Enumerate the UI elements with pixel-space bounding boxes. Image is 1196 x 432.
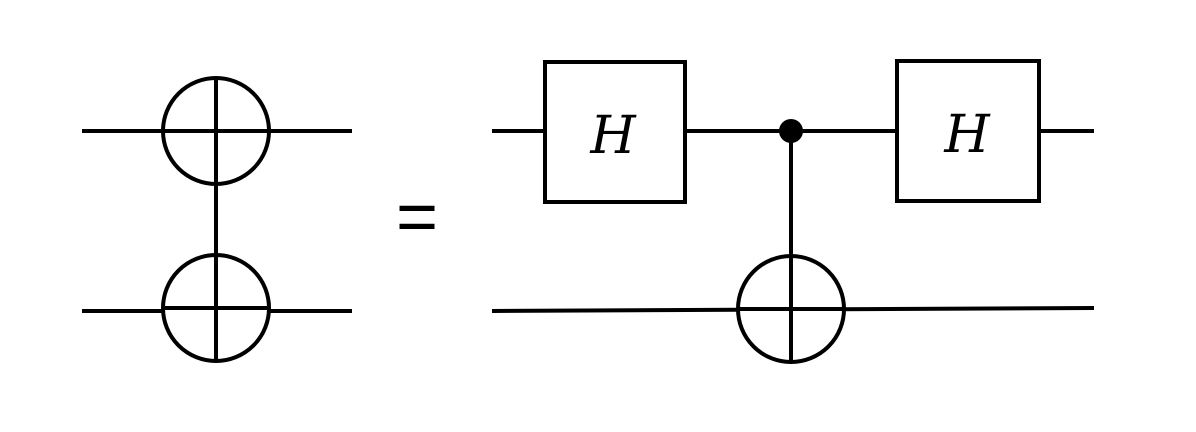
hadamard-box-right (895, 59, 1041, 203)
hadamard-label-left: H (589, 106, 637, 166)
right-circuit: H H (491, 59, 1095, 364)
hadamard-label-right: H (943, 105, 991, 165)
left-top-target-gate (161, 76, 271, 186)
left-bottom-target-gate (161, 253, 271, 363)
right-target-gate (736, 254, 846, 364)
left-circuit (82, 76, 352, 363)
control-dot (779, 119, 803, 143)
hadamard-box-left (543, 60, 687, 204)
equals-sign: = (396, 177, 438, 257)
right-hadamard-gate-right: H (895, 59, 1041, 203)
right-hadamard-gate-left: H (543, 60, 687, 204)
